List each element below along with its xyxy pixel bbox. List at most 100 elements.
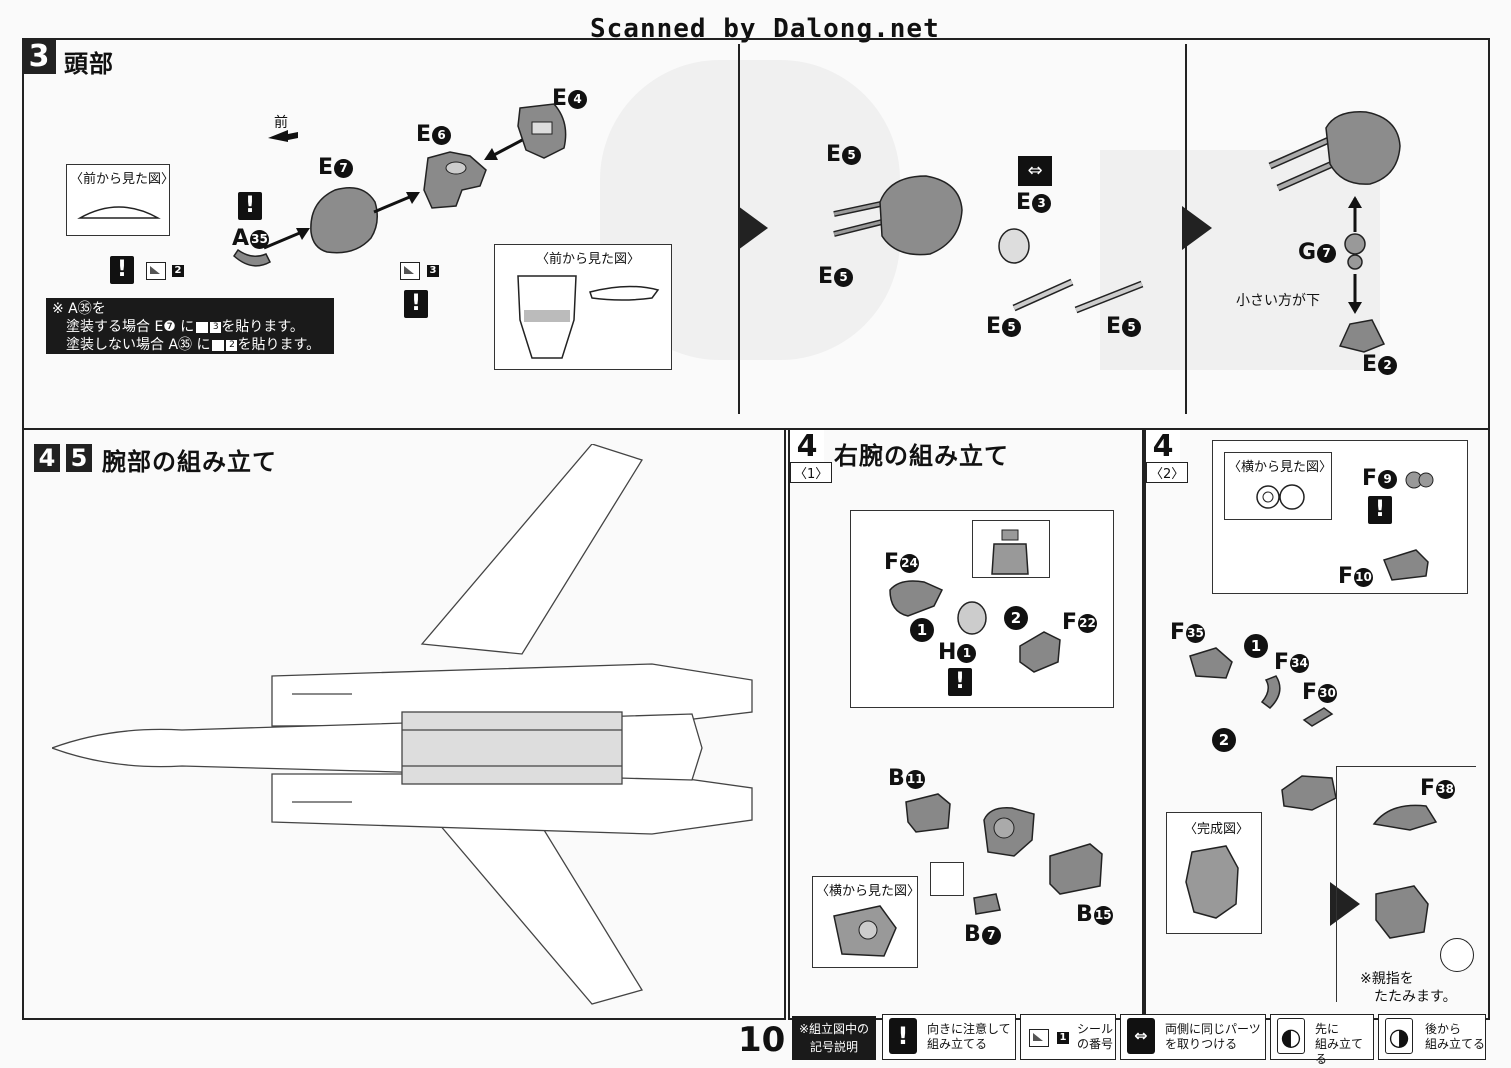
legend-item-pre-assemble: ◐ 先に 組み立てる [1270, 1014, 1374, 1066]
front-arrow-icon [268, 130, 298, 142]
side-view-part [833, 905, 897, 957]
part-b15 [1049, 843, 1103, 895]
legend-item-seal: 1 シール の番号 [1020, 1014, 1116, 1060]
front-view-part [77, 206, 161, 219]
side-view-box [1224, 452, 1332, 520]
step3-title: 頭部 [64, 50, 114, 78]
caution-icon: ! [1368, 496, 1392, 524]
flow-arrow [1330, 882, 1360, 926]
flow-arrow [738, 206, 768, 250]
side-view-f9 [1256, 484, 1305, 510]
order-step-1: 1 [1244, 634, 1268, 658]
part-h1 [957, 601, 987, 635]
part-b7 [973, 893, 1001, 915]
assembly-arrow [373, 192, 420, 214]
legend-text: シール の番号 [1077, 1022, 1114, 1051]
part-f30 [1302, 707, 1334, 727]
part-head-complete [1268, 111, 1401, 192]
side-view-label: 〈横から見た図〉 [1228, 460, 1333, 475]
front-arrow-label: 前 [274, 115, 288, 131]
assembly-arrow [484, 136, 527, 160]
part-g7-joint [1344, 196, 1366, 314]
step4-2-number: 4 [1146, 430, 1180, 464]
step3-number: 3 [22, 40, 56, 74]
part-f10 [1383, 549, 1429, 581]
part-hand-assembly [1281, 775, 1337, 811]
part-b11 [905, 793, 951, 833]
caution-icon: ! [404, 290, 428, 318]
after-assemble-icon [1440, 938, 1474, 972]
seal-icon [1029, 1029, 1049, 1047]
both-sides-icon: ⇔ [1018, 156, 1052, 186]
part-e4 [517, 103, 567, 159]
thumb-note-line1: ※親指を [1360, 971, 1414, 987]
front-view-label: 〈前から見た図〉 [70, 172, 175, 187]
seal-icon [400, 262, 420, 280]
legend-text: 向きに注意して 組み立てる [927, 1022, 1011, 1051]
legend-item-caution: ! 向きに注意して 組み立てる [882, 1014, 1016, 1060]
part-e2 [1338, 319, 1386, 353]
front-view-head [517, 275, 660, 359]
part-f9 [1405, 471, 1434, 489]
seal-number: 1 [1057, 1032, 1069, 1044]
aircraft-topview-drawing [52, 444, 753, 1005]
part-a35 [233, 248, 271, 267]
complete-view-label: 〈完成図〉 [1184, 822, 1250, 837]
part-f38 [1372, 804, 1438, 831]
thumb-note-line2: たたみます。 [1374, 989, 1457, 1005]
page-number: 10 [738, 1020, 786, 1060]
step45-number-4: 4 [34, 444, 60, 472]
side-view-label: 〈横から見た図〉 [816, 884, 921, 899]
pre-assemble-icon [930, 862, 964, 896]
part-f34 [1260, 675, 1281, 709]
order-step-1: 1 [910, 618, 934, 642]
front-view-label-2: 〈前から見た図〉 [536, 252, 641, 267]
order-step-2: 2 [1212, 728, 1236, 752]
part-e3 [998, 228, 1030, 264]
post-assemble-icon: ◑ [1385, 1018, 1413, 1054]
legend-text: 先に 組み立てる [1315, 1022, 1364, 1066]
part-e6 [423, 151, 487, 209]
legend-item-both-sides: ⇔ 両側に同じパーツ を取りつける [1120, 1014, 1266, 1060]
legend-text: 後から 組み立てる [1425, 1022, 1486, 1051]
part-e7-head [310, 187, 378, 254]
small-side-note: 小さい方が下 [1236, 293, 1320, 309]
legend-item-post-assemble: ◑ 後から 組み立てる [1378, 1014, 1486, 1060]
pre-assemble-icon: ◐ [1277, 1018, 1305, 1054]
thumb-detail-box [1336, 766, 1476, 1002]
step4-2-sub: 〈2〉 [1146, 462, 1189, 483]
legend-text: 両側に同じパーツ を取りつける [1165, 1022, 1261, 1051]
legend-title: ※組立図中の 記号説明 [792, 1016, 876, 1060]
assembly-arrow [263, 228, 310, 250]
step45-frame [22, 428, 786, 1020]
part-hand-final [1375, 885, 1429, 939]
caution-icon: ! [238, 192, 262, 220]
part-arm-core [983, 807, 1035, 857]
part-e5-rods [1012, 278, 1144, 314]
seal-number: 2 [172, 265, 184, 277]
caution-icon: ! [948, 668, 972, 696]
note-line1: ※ A㉟を [52, 301, 106, 317]
step4-1-sub: 〈1〉 [790, 462, 833, 483]
